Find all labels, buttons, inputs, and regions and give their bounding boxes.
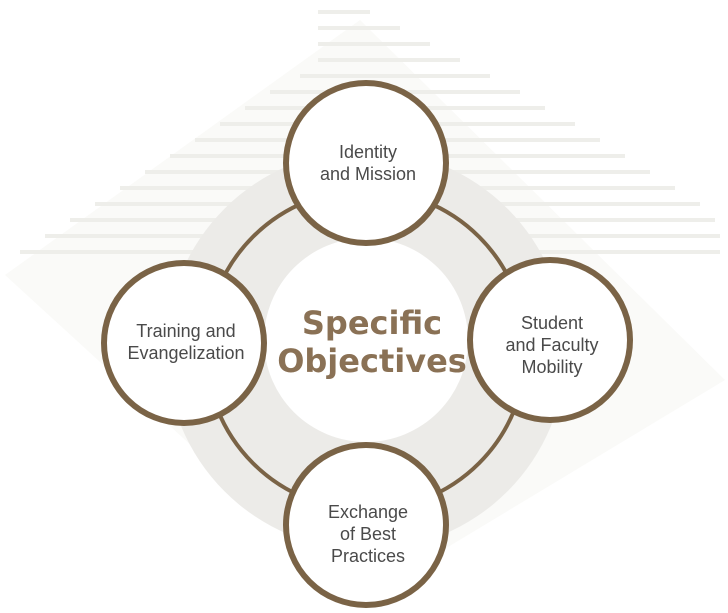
node-student-and-faculty-mobility: Student and Faculty Mobility — [467, 257, 633, 423]
node-top-line2: and Mission — [320, 164, 416, 184]
node-top-line1: Identity — [339, 142, 397, 162]
node-left-line1: Training and — [136, 321, 235, 341]
node-right-line2: and Faculty — [505, 335, 598, 355]
center-title-line2: Objectives — [277, 342, 467, 380]
node-bottom-line1: Exchange — [328, 502, 408, 522]
node-right-line3: Mobility — [521, 357, 582, 377]
node-left-line2: Evangelization — [127, 343, 244, 363]
node-bottom-line3: Practices — [331, 546, 405, 566]
node-bottom-line2: of Best — [340, 524, 396, 544]
center-title-line1: Specific — [302, 304, 442, 342]
center-hub: Specific Objectives — [264, 238, 468, 442]
node-exchange-of-best-practices: Exchange of Best Practices — [283, 442, 449, 608]
node-right-line1: Student — [521, 313, 583, 333]
node-identity-and-mission: Identity and Mission — [283, 80, 449, 246]
node-training-and-evangelization: Training and Evangelization — [101, 260, 267, 426]
